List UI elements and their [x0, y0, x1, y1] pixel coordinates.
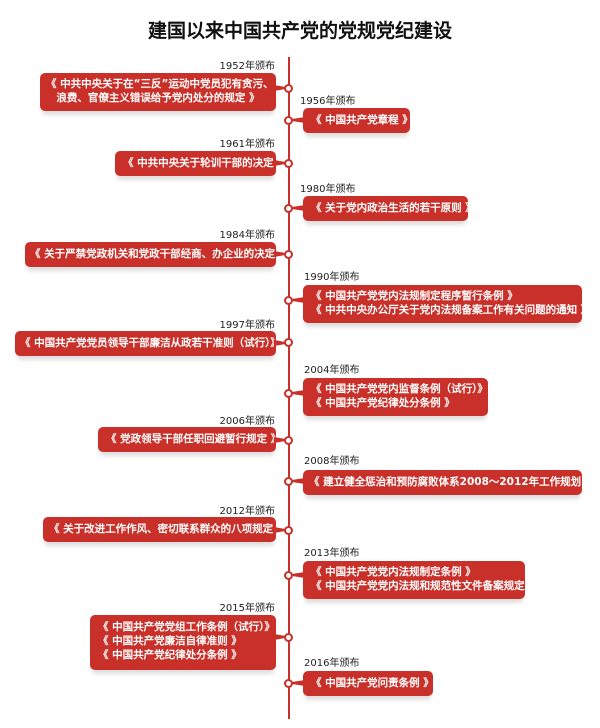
- year-label-2008: 2008年颁布: [304, 456, 360, 467]
- year-label-2013: 2013年颁布: [304, 548, 360, 559]
- timeline-entry-2012: 《 关于改进工作作风、密切联系群众的八项规定 》: [43, 517, 288, 542]
- year-label-2012: 2012年颁布: [219, 506, 275, 517]
- timeline-axis: [288, 57, 290, 719]
- timeline-node-icon: [284, 84, 293, 93]
- connector: [291, 572, 305, 578]
- doc-title: 《 关于党内政治生活的若干原则 》: [311, 202, 476, 214]
- timeline-node-icon: [284, 116, 293, 125]
- doc-title: 《 中国共产党纪律处分条例 》: [98, 649, 242, 661]
- doc-title: 浪费、官僚主义错误给予党内处分的规定 》: [56, 92, 260, 104]
- connector: [274, 437, 286, 443]
- connector: [291, 297, 305, 303]
- doc-title: 《 关于改进工作作风、密切联系群众的八项规定 》: [49, 523, 288, 535]
- timeline-entry-2016: 《 中国共产党问责条例 》: [303, 671, 434, 696]
- timeline-entry-1956: 《 中国共产党章程 》: [303, 108, 413, 133]
- doc-title: 《 中国共产党党员领导干部廉洁从政若干准则（试行）》: [20, 337, 281, 349]
- year-label-2015: 2015年颁布: [219, 603, 275, 614]
- connector: [274, 160, 286, 166]
- timeline-node-icon: [284, 633, 293, 642]
- timeline-node-icon: [284, 477, 293, 486]
- year-label-1980: 1980年颁布: [300, 184, 356, 195]
- doc-title: 《 中国共产党章程 》: [311, 114, 413, 126]
- year-label-2006: 2006年颁布: [219, 416, 275, 427]
- year-label-1997: 1997年颁布: [219, 320, 275, 331]
- connector: [291, 205, 305, 211]
- doc-title: 《 中共中央关于轮训干部的决定 》: [123, 157, 288, 169]
- timeline-entry-1984: 《 关于严禁党政机关和党政干部经商、办企业的决定 》: [25, 242, 290, 267]
- timeline-node-icon: [284, 679, 293, 688]
- year-label-1952: 1952年颁布: [219, 61, 275, 72]
- year-label-2004: 2004年颁布: [304, 365, 360, 376]
- connector: [274, 251, 286, 257]
- connector: [274, 340, 286, 346]
- doc-title: 《 中国共产党党内法规制定程序暂行条例 》: [311, 290, 518, 302]
- doc-title: 《 中国共产党问责条例 》: [311, 677, 434, 689]
- doc-title: 《 建立健全惩治和预防腐败体系2008～2012年工作规划 》: [309, 476, 596, 488]
- timeline-node-icon: [284, 296, 293, 305]
- timeline-entry-2006: 《 党政领导干部任职回避暂行规定 》: [98, 427, 282, 452]
- connector: [274, 527, 286, 533]
- doc-title: 《 中国共产党党内法规和规范性文件备案规定 》: [311, 580, 539, 592]
- connector: [274, 634, 286, 640]
- doc-title: 《 中共中央办公厅关于党内法规备案工作有关问题的通知 》: [311, 304, 592, 316]
- timeline-node-icon: [284, 526, 293, 535]
- doc-title: 《 中国共产党党内监督条例（试行）》: [311, 383, 488, 395]
- connector: [291, 478, 305, 484]
- timeline-entry-2013: 《 中国共产党党内法规制定条例 》 《 中国共产党党内法规和规范性文件备案规定 …: [303, 561, 539, 599]
- doc-title: 《 关于严禁党政机关和党政干部经商、办企业的决定 》: [30, 248, 290, 260]
- year-label-1961: 1961年颁布: [219, 139, 275, 150]
- year-label-1984: 1984年颁布: [219, 230, 275, 241]
- doc-title: 《 党政领导干部任职回避暂行规定 》: [106, 433, 282, 445]
- timeline-entry-1990: 《 中国共产党党内法规制定程序暂行条例 》 《 中共中央办公厅关于党内法规备案工…: [303, 285, 592, 323]
- timeline-entry-2004: 《 中国共产党党内监督条例（试行）》 《 中国共产党纪律处分条例 》: [303, 378, 488, 416]
- timeline-node-icon: [284, 389, 293, 398]
- connector: [274, 85, 286, 91]
- year-label-1956: 1956年颁布: [300, 96, 356, 107]
- doc-title: 《 中国共产党廉洁自律准则 》: [98, 635, 242, 647]
- doc-title: 《 中国共产党纪律处分条例 》: [311, 397, 455, 409]
- doc-title: 《 中共中央关于在“三反”运动中党员犯有贪污、: [46, 78, 274, 90]
- timeline-node-icon: [284, 204, 293, 213]
- timeline-node-icon: [284, 250, 293, 259]
- timeline-entry-2008: 《 建立健全惩治和预防腐败体系2008～2012年工作规划 》: [303, 470, 596, 495]
- doc-title: 《 中国共产党党组工作条例（试行）》: [98, 621, 275, 633]
- year-label-2016: 2016年颁布: [304, 658, 360, 669]
- connector: [291, 117, 305, 123]
- timeline-node-icon: [284, 159, 293, 168]
- timeline-entry-1961: 《 中共中央关于轮训干部的决定 》: [115, 151, 288, 176]
- year-label-1990: 1990年颁布: [304, 272, 360, 283]
- timeline-node-icon: [284, 571, 293, 580]
- timeline-entry-1980: 《 关于党内政治生活的若干原则 》: [303, 196, 476, 221]
- connector: [291, 680, 305, 686]
- timeline-node-icon: [284, 436, 293, 445]
- timeline-entry-1952: 《 中共中央关于在“三反”运动中党员犯有贪污、 浪费、官僚主义错误给予党内处分的…: [40, 73, 276, 111]
- connector: [291, 390, 305, 396]
- timeline-entry-2015: 《 中国共产党党组工作条例（试行）》 《 中国共产党廉洁自律准则 》 《 中国共…: [90, 615, 276, 670]
- page-title: 建国以来中国共产党的党规党纪建设: [147, 20, 452, 42]
- doc-title: 《 中国共产党党内法规制定条例 》: [311, 566, 476, 578]
- timeline-entry-1997: 《 中国共产党党员领导干部廉洁从政若干准则（试行）》: [15, 331, 281, 356]
